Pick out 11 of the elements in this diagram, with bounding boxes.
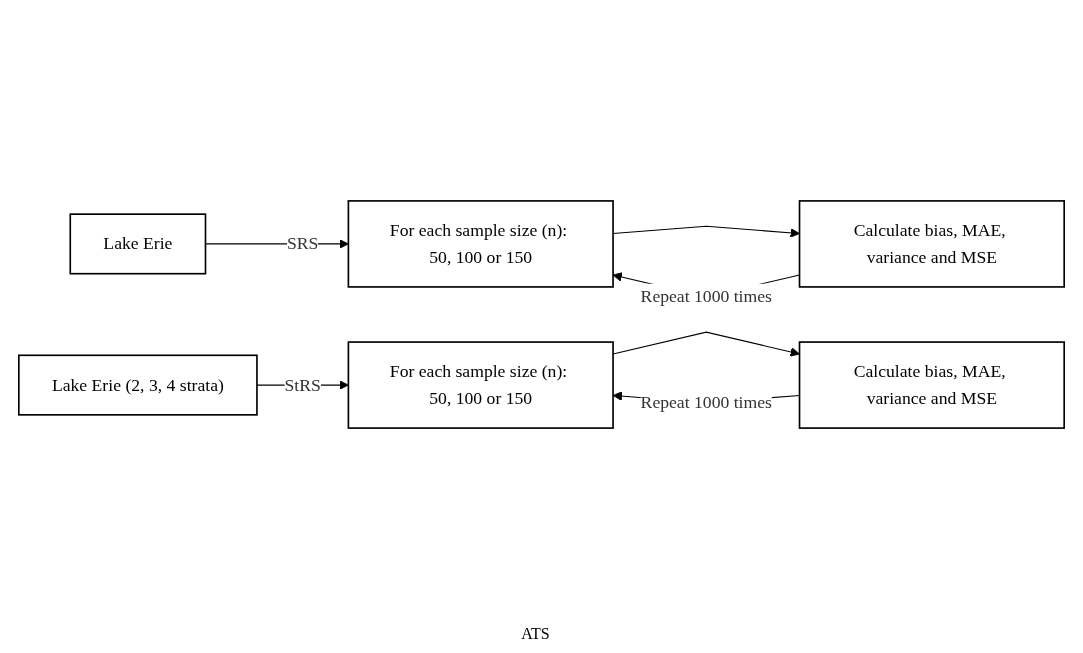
node-box: Calculate bias, MAE, variance and MSE <box>798 341 1065 429</box>
node-box: Lake Erie (2, 3, 4 strata) <box>18 354 258 416</box>
edge-label: StRS <box>284 375 321 394</box>
node-box: Lake Erie <box>69 213 207 275</box>
edge-label: Repeat 1000 times <box>640 286 772 306</box>
node-box: For each sample size (n): 50, 100 or 150 <box>347 200 614 288</box>
node-box: Calculate bias, MAE, variance and MSE <box>798 200 1065 288</box>
edge-label: SRS <box>286 234 319 253</box>
edge-note: ATS <box>521 625 550 642</box>
edge-label: Repeat 1000 times <box>640 392 772 412</box>
node-box: For each sample size (n): 50, 100 or 150 <box>347 341 614 429</box>
